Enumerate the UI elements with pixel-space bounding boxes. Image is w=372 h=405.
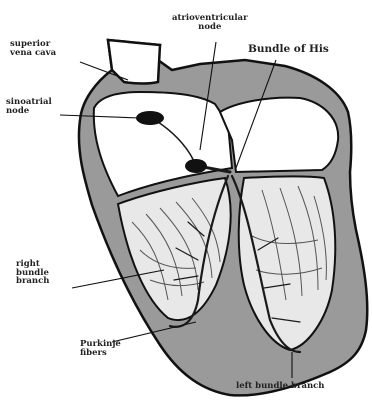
label-atrioventricular-node: atrioventricular node	[172, 14, 248, 31]
atrioventricular-node	[185, 159, 207, 173]
label-left-bundle-branch: left bundle branch	[236, 382, 325, 391]
sinoatrial-node	[136, 111, 164, 125]
label-bundle-of-his: Bundle of His	[248, 44, 329, 55]
label-sinoatrial-node: sinoatrial node	[6, 98, 52, 115]
label-right-bundle-branch: right bundle branch	[16, 260, 49, 286]
left-atrium	[220, 98, 338, 172]
label-superior-vena-cava: superior vena cava	[10, 40, 56, 57]
label-purkinje-fibers: Purkinje fibers	[80, 340, 121, 357]
